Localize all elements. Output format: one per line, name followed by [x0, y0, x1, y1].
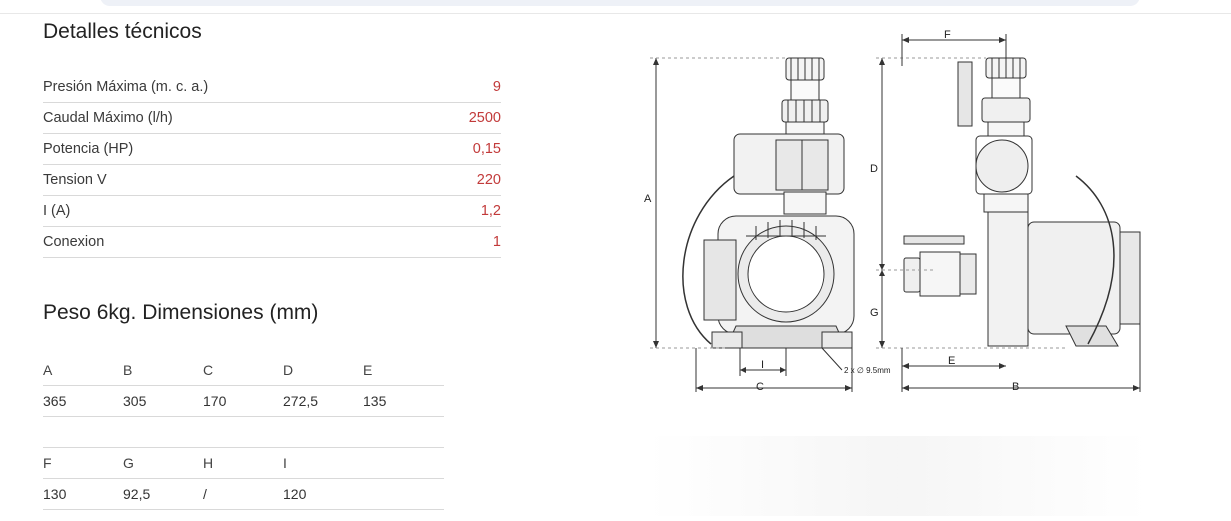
label-G: G — [870, 307, 879, 319]
label-C: C — [756, 381, 764, 393]
spec-label: Conexion — [43, 234, 105, 250]
dimension-value: 120 — [283, 486, 307, 502]
spec-row: Conexion 1 — [43, 227, 501, 258]
dimension-value: 305 — [123, 393, 147, 409]
dimensions-divider — [43, 447, 444, 448]
dimensions-header-row: A B C D E — [43, 355, 444, 386]
spec-value: 220 — [476, 172, 501, 188]
faint-image-placeholder — [648, 436, 1148, 516]
label-E: E — [948, 355, 955, 367]
dimension-header: F — [43, 455, 52, 471]
dimension-value: 272,5 — [283, 393, 319, 409]
label-B: B — [1012, 381, 1019, 393]
spec-value: 0,15 — [472, 141, 501, 157]
dimension-header: B — [123, 362, 133, 378]
spec-row: Potencia (HP) 0,15 — [43, 134, 501, 165]
spec-row: Presión Máxima (m. c. a.) 9 — [43, 72, 501, 103]
dimension-header: D — [283, 362, 294, 378]
spec-row: I (A) 1,2 — [43, 196, 501, 227]
dimension-header: A — [43, 362, 53, 378]
dimension-header: I — [283, 455, 287, 471]
spec-row: Caudal Máximo (l/h) 2500 — [43, 103, 501, 134]
label-F: F — [944, 29, 951, 41]
spec-label: Potencia (HP) — [43, 141, 134, 157]
dimension-value: / — [203, 486, 207, 502]
label-I: I — [761, 359, 764, 371]
dimension-header: G — [123, 455, 134, 471]
spec-row: Tension V 220 — [43, 165, 501, 196]
spec-value: 9 — [492, 79, 501, 95]
spec-value: 2500 — [468, 110, 501, 126]
dimension-value: 92,5 — [123, 486, 151, 502]
label-A: A — [644, 193, 652, 205]
spec-label: Tension V — [43, 172, 107, 188]
spec-label: Caudal Máximo (l/h) — [43, 110, 173, 126]
dimensions-table-1: A B C D E 365 305 170 272,5 135 — [43, 355, 444, 417]
dimensions-title: Peso 6kg. Dimensiones (mm) — [43, 301, 319, 324]
dimensions-value-row: 130 92,5 / 120 — [43, 479, 444, 510]
dimension-value: 365 — [43, 393, 67, 409]
dimension-header: H — [203, 455, 214, 471]
top-search-bar-edge — [100, 0, 1140, 6]
spec-value: 1,2 — [480, 203, 501, 219]
technical-details-title: Detalles técnicos — [43, 20, 202, 43]
technical-specs-table: Presión Máxima (m. c. a.) 9 Caudal Máxim… — [43, 72, 501, 258]
dimension-value: 135 — [363, 393, 387, 409]
dimensions-table-2: F G H I 130 92,5 / 120 — [43, 448, 444, 510]
dimension-header: E — [363, 362, 373, 378]
spec-label: Presión Máxima (m. c. a.) — [43, 79, 209, 95]
header-divider — [0, 13, 1231, 14]
spec-value: 1 — [492, 234, 501, 250]
dimensions-header-row: F G H I — [43, 448, 444, 479]
label-D: D — [870, 163, 878, 175]
label-holes: 2 x ∅ 9.5mm — [844, 366, 891, 375]
dimensions-value-row: 365 305 170 272,5 135 — [43, 386, 444, 417]
dimension-value: 130 — [43, 486, 67, 502]
dimension-value: 170 — [203, 393, 227, 409]
dimension-header: C — [203, 362, 214, 378]
pump-dimension-drawing: A C I 2 x ∅ 9.5mm D G F E B — [644, 29, 1141, 393]
spec-label: I (A) — [43, 203, 71, 219]
